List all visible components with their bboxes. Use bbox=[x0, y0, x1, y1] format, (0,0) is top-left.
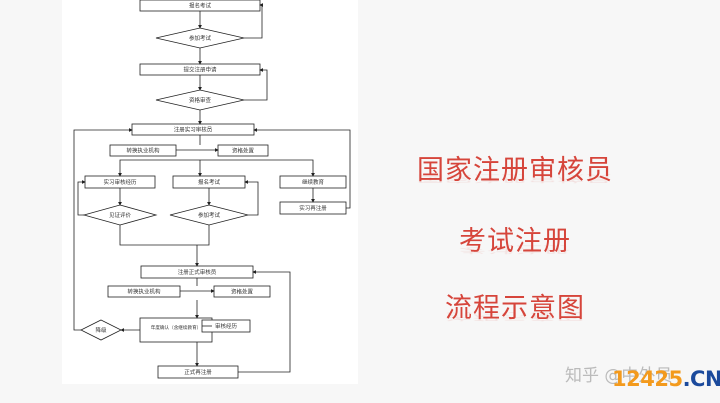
label-n5: 注册实习审核员 bbox=[174, 126, 213, 134]
label-n17: 年度确认（含继续教育） bbox=[151, 324, 202, 331]
label-n14: 注册正式审核员 bbox=[178, 268, 217, 276]
label-n13: 参加考试 bbox=[198, 211, 221, 219]
title-reflection-1: 国家注册审核员 bbox=[417, 172, 613, 184]
label-n16: 资格处置 bbox=[231, 288, 254, 296]
node-transfer-1 bbox=[109, 144, 177, 157]
node-transfer-2 bbox=[107, 285, 181, 298]
label-n18: 审核经历 bbox=[215, 322, 238, 330]
label-n9: 报名考试 bbox=[198, 178, 221, 186]
label-n19: 降级 bbox=[95, 326, 107, 334]
watermark: 知乎 @中外员 bbox=[565, 366, 673, 386]
title-line-2: 考试注册 bbox=[459, 226, 571, 257]
label-n1: 报名考试 bbox=[189, 2, 212, 10]
label-n6: 转换执业机构 bbox=[126, 147, 160, 155]
title-line-3: 流程示意图 bbox=[445, 293, 585, 324]
label-n7: 资格处置 bbox=[232, 147, 255, 155]
label-n4: 资格审查 bbox=[189, 96, 212, 104]
label-n10: 继续教育 bbox=[302, 178, 325, 186]
label-n12: 见证评价 bbox=[109, 211, 132, 219]
site-logo-number: 12425 bbox=[612, 367, 683, 391]
label-n3: 提交注册申请 bbox=[183, 66, 217, 74]
label-n20: 正式再注册 bbox=[184, 368, 212, 376]
label-n8: 实习审核经历 bbox=[103, 178, 137, 186]
node-annual-confirm bbox=[139, 317, 213, 343]
label-n15: 转换执业机构 bbox=[127, 288, 161, 296]
title-reflection-3: 流程示意图 bbox=[445, 310, 585, 322]
title-line-1: 国家注册审核员 bbox=[417, 155, 613, 186]
flowchart: 报名考试 参加考试 提交注册申请 资格审查 注册实习审核员 转换执业机构 资格处… bbox=[62, 0, 358, 384]
label-n11: 实习再注册 bbox=[299, 204, 327, 212]
label-n2: 参加考试 bbox=[189, 34, 212, 42]
title-reflection-2: 考试注册 bbox=[459, 243, 571, 255]
node-demotion bbox=[80, 319, 122, 341]
site-logo: 12425.CN bbox=[612, 367, 720, 391]
site-logo-suffix: .CN bbox=[682, 367, 720, 391]
